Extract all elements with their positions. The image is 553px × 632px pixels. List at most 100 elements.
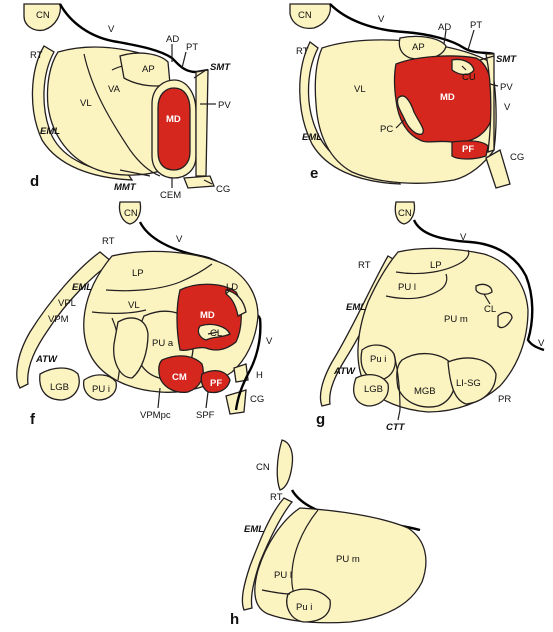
e-pc-region [396,95,424,135]
d-label-pv: PV [218,100,231,111]
panel-h: CN RT EML PU m PU l Pu i h [230,439,427,628]
f-vl-vpl-border [91,309,147,314]
d-label-rt: RT [30,50,43,61]
g-panel-letter: g [316,411,325,428]
g-cn-region [394,201,416,225]
d-label-cn: CN [36,10,50,21]
f-rt-shell [16,251,114,389]
d-label-smt: SMT [210,62,231,73]
f-label-vpm: VPM [48,314,69,325]
h-label-pum: PU m [336,554,360,565]
f-label-pua: PU a [152,338,174,349]
g-label-mgb: MGB [414,386,436,397]
g-label-pui: Pu i [370,354,386,365]
f-label-vpl: VPL [58,298,76,309]
g-label-cn: CN [398,208,412,219]
e-label-ap: AP [412,42,425,53]
e-leader-pv [489,83,499,87]
f-label-atw: ATW [35,354,58,365]
e-cn-region [289,3,332,30]
f-label-spf: SPF [196,410,215,421]
e-label-cg: CG [510,152,524,163]
e-label-pt: PT [470,20,482,31]
f-label-cg: CG [250,394,264,405]
d-label-pt: PT [186,42,198,53]
panel-f: CN RT V LP EML LD VPL VL VPM MD CL PU a … [16,201,273,428]
e-pv-region [485,53,495,153]
f-label-v: V [176,234,183,245]
f-leader-spf [205,391,209,409]
f-vpm-region [113,317,149,379]
g-lgb-region [353,373,389,407]
g-pui-region [360,344,396,381]
h-label-rt: RT [270,492,283,503]
e-cg-region [485,149,511,189]
f-label-lp: LP [132,268,144,279]
g-lisg-region [447,357,497,405]
g-cl-region [475,283,513,329]
g-label-cl: CL [484,304,496,315]
f-label-cn: CN [124,208,138,219]
f-label-md: MD [200,310,215,321]
f-cm-region [158,355,204,394]
f-cn-region [118,201,142,225]
d-label-vl: VL [80,98,92,109]
g-leader-ctt [397,409,401,421]
f-label-lgb: LGB [50,382,69,393]
e-label-smt: SMT [496,54,517,65]
e-leader-ad [443,29,447,45]
g-mgb-region [396,353,457,408]
g-ventricle-line [412,219,545,352]
panel-d: CN V RT AD PT AP SMT VA VL MD PV EML MMT… [23,3,231,201]
d-mmt-line [119,169,151,177]
d-leader-smt [193,69,207,79]
f-h-region [233,363,249,383]
f-cg-region [225,389,247,415]
f-label-v2: V [266,336,273,347]
e-ventricle-line [329,3,495,56]
d-cn-region [23,3,62,32]
g-label-pr: PR [498,394,511,405]
d-label-eml: EML [40,126,60,137]
e-pf-region [451,140,489,160]
d-ventricle-line [58,3,209,74]
f-label-vpmpc: VPMpc [140,410,171,421]
f-label-vl: VL [128,300,140,311]
f-leader-ld [225,287,233,295]
g-label-pum: PU m [444,314,468,325]
e-label-md: MD [440,92,455,103]
g-label-rt: RT [358,260,371,271]
d-label-ap: AP [142,64,155,75]
panel-g: CN V RT LP PU l EML PU m CL V Pu i ATW L… [316,201,545,433]
g-label-eml: EML [346,302,366,313]
f-pui-region [82,374,117,401]
h-pul-border [261,589,291,595]
e-label-v: V [378,14,385,25]
f-leader-cl [207,331,219,335]
f-label-eml: EML [72,282,92,293]
f-ventricle-lower [234,317,262,411]
g-ctt-line [393,353,401,411]
d-cg-region [183,175,215,189]
f-panel-letter: f [30,411,36,428]
e-label-pf: PF [462,144,474,155]
d-label-va: VA [108,84,121,95]
h-main-region [254,507,427,624]
d-leader-cg [203,179,213,185]
f-label-pui: PU i [92,384,110,395]
f-label-rt: RT [102,236,115,247]
d-label-cg: CG [216,184,230,195]
panel-e: CN V AD PT RT AP SMT CU PV VL MD V PC EM… [289,3,524,189]
d-label-v: V [108,24,115,35]
f-label-ld: LD [226,282,238,293]
d-label-ad: AD [166,34,179,45]
h-cn-region [276,439,294,491]
f-pf-region [200,369,231,394]
d-pv-region [195,69,209,177]
e-label-pc: PC [380,124,393,135]
e-label-cu: CU [462,72,476,83]
f-lp-vl-border [105,263,213,292]
d-va-vl-border [83,53,161,177]
f-label-h: H [256,370,263,381]
e-label-ad: AD [438,22,451,33]
